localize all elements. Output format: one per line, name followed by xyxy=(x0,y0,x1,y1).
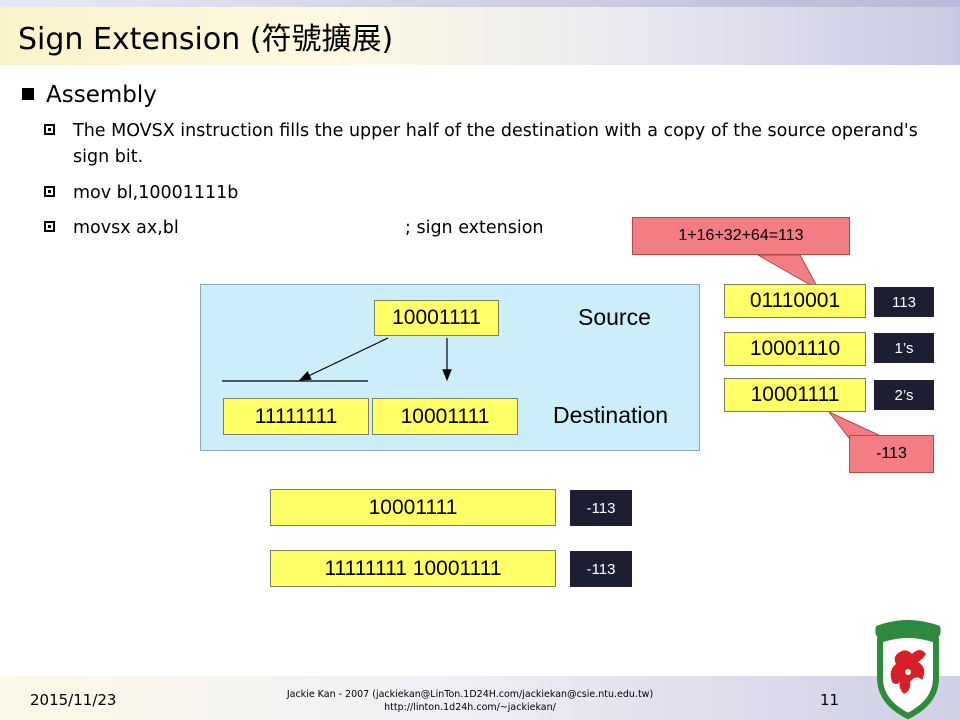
page-number: 11 xyxy=(820,691,840,709)
result-word-tag: -113 xyxy=(570,551,632,587)
slide-title: Sign Extension (符號擴展) xyxy=(18,22,394,57)
hollow-square-bullet-icon xyxy=(44,221,55,232)
title-bar xyxy=(0,7,960,65)
result-byte-tag: -113 xyxy=(570,490,632,526)
ones-complement-box: 10001110 xyxy=(724,332,866,366)
destination-lower-byte-box: 10001111 xyxy=(372,398,518,435)
footer-credit: Jackie Kan - 2007 (jackiekan@LinTon.1D24… xyxy=(270,688,670,714)
hollow-square-bullet-icon xyxy=(44,186,55,197)
sign-bit-copy-arrow xyxy=(298,337,389,381)
sign-extension-comment: ; sign extension xyxy=(405,218,544,238)
university-crest-icon xyxy=(875,620,941,720)
source-byte-box: 10001111 xyxy=(374,300,499,336)
tag-113: 113 xyxy=(874,287,934,317)
hollow-square-bullet-icon xyxy=(44,124,55,135)
binary-113-box: 01110001 xyxy=(724,284,866,318)
sub-bullet-mov: mov bl,10001111b xyxy=(44,180,239,206)
tag-ones-complement: 1’s xyxy=(874,333,934,363)
bullet-assembly-text: Assembly xyxy=(46,82,157,108)
sub-bullet-movsx-description: The MOVSX instruction fills the upper ha… xyxy=(44,118,938,170)
sub-bullet-text: mov bl,10001111b xyxy=(73,183,239,203)
result-word-box: 11111111 10001111 xyxy=(270,550,556,587)
top-callout-sum: 1+16+32+64=113 xyxy=(632,217,850,255)
sub-bullet-text: The MOVSX instruction fills the upper ha… xyxy=(73,121,918,167)
twos-complement-box: 10001111 xyxy=(724,378,866,412)
square-bullet-icon xyxy=(22,88,34,100)
footer-credit-line2: http://linton.1d24h.com/~jackiekan/ xyxy=(384,702,556,713)
tag-twos-complement: 2’s xyxy=(874,380,934,410)
result-byte-box: 10001111 xyxy=(270,489,556,526)
footer-bar xyxy=(0,676,960,720)
bottom-callout-negative: -113 xyxy=(849,435,934,473)
sub-bullet-movsx: movsx ax,bl xyxy=(44,215,179,241)
footer-date: 2015/11/23 xyxy=(30,691,117,709)
bullet-assembly: Assembly xyxy=(22,82,157,108)
source-label: Source xyxy=(578,304,651,330)
top-accent-bar xyxy=(0,0,960,7)
footer-credit-line1: Jackie Kan - 2007 (jackiekan@LinTon.1D24… xyxy=(286,689,654,700)
top-callout-pointer xyxy=(756,254,821,292)
sub-bullet-text: movsx ax,bl xyxy=(73,218,179,238)
destination-upper-byte-box: 11111111 xyxy=(223,398,369,435)
destination-label: Destination xyxy=(553,402,669,428)
